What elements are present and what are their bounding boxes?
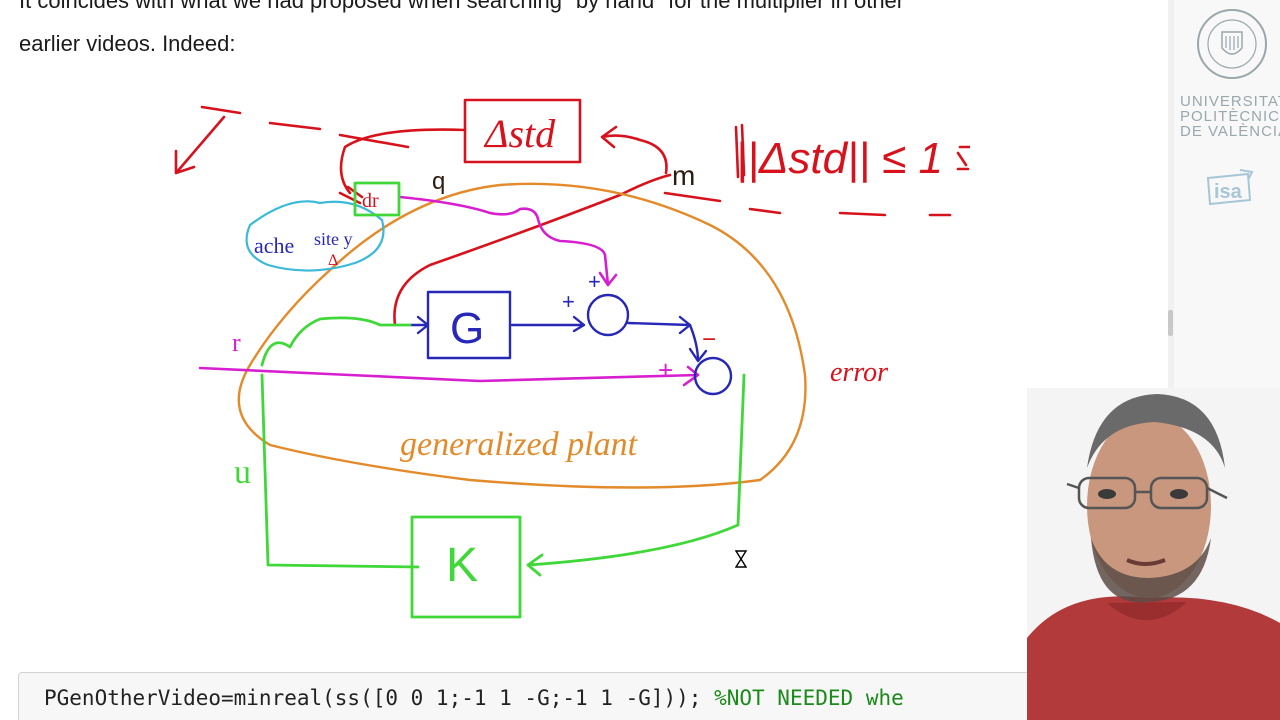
scrollbar-track[interactable] <box>1168 0 1174 720</box>
green-strokes <box>260 181 746 619</box>
sum2-minus: − <box>702 326 716 353</box>
cyan-annotation-outline <box>245 200 385 272</box>
blue-arrow-into-g <box>408 315 430 335</box>
sum1-plus-top: + <box>588 269 601 294</box>
presenter-image <box>1027 388 1280 720</box>
university-name-line-1: UNIVERSITAT <box>1180 93 1280 110</box>
green-error-down <box>526 373 746 577</box>
label-r: r <box>232 328 241 357</box>
g-block-label: G <box>450 304 484 353</box>
label-delta-small: Δ <box>328 252 338 269</box>
blue-strokes <box>408 290 733 396</box>
label-m: m <box>672 160 695 191</box>
blue-sum1-out <box>626 315 692 335</box>
handwritten-block-diagram: Δstd ||Δstd|| ≤ 1 m q error r generalize… <box>174 98 970 619</box>
branding-panel <box>1174 0 1280 400</box>
svg-text:isa: isa <box>1214 181 1243 203</box>
hourglass-cursor-icon <box>735 550 747 568</box>
blue-sum1-down <box>688 323 708 363</box>
green-u-line <box>260 373 420 569</box>
paragraph-line-1: It coincides with what we had proposed w… <box>19 0 905 13</box>
label-q: q <box>432 168 445 195</box>
norm-marks <box>734 123 970 179</box>
university-name-line-3: DE VALÈNCIA <box>1180 123 1280 140</box>
red-line-to-g <box>393 173 672 327</box>
red-loop-right <box>600 125 668 175</box>
sum2-plus: + <box>658 355 673 385</box>
document-page: It coincides with what we had proposed w… <box>18 0 1050 720</box>
red-dashes-top <box>200 105 410 149</box>
delta-block-label: Δstd <box>483 111 556 156</box>
label-u: u <box>234 454 251 491</box>
label-site: site y <box>314 229 353 249</box>
label-error: error <box>830 357 888 388</box>
red-strokes <box>174 98 970 327</box>
sum-junction-1 <box>586 293 630 337</box>
red-loop-left <box>339 128 467 195</box>
university-name-line-2: POLITÈCNICA <box>1180 108 1280 125</box>
norm-label: ||Δstd|| ≤ 1 <box>736 134 943 183</box>
code-comment: %NOT NEEDED whe <box>701 686 904 710</box>
sum1-plus-left: + <box>562 289 575 314</box>
scrollbar-thumb[interactable] <box>1168 310 1173 336</box>
label-generalized-plant: generalized plant <box>400 426 639 463</box>
magenta-main-line <box>198 365 700 387</box>
green-r-to-g <box>260 316 412 367</box>
red-arrow-to-dr <box>338 185 364 205</box>
blue-g-to-sum1 <box>510 315 586 333</box>
magenta-top-line <box>398 195 618 287</box>
k-block <box>410 515 522 619</box>
red-dashes-right <box>663 191 952 217</box>
dr-block <box>353 181 401 217</box>
sum-junction-2 <box>693 356 733 396</box>
label-ache: ache <box>254 233 294 258</box>
generalized-plant-outline <box>237 182 807 489</box>
isa-logo-icon: isa <box>1206 169 1254 206</box>
code-line: PGenOtherVideo=minreal(ss([0 0 1;-1 1 -G… <box>44 686 904 710</box>
dr-block-label: dr <box>362 190 379 212</box>
university-seal-icon <box>1197 9 1267 79</box>
presenter-webcam <box>1027 388 1280 720</box>
paragraph-line-2: earlier videos. Indeed: <box>19 31 236 56</box>
code-statement: PGenOtherVideo=minreal(ss([0 0 1;-1 1 -G… <box>44 686 702 710</box>
red-dash-arrow <box>174 115 226 175</box>
code-block: PGenOtherVideo=minreal(ss([0 0 1;-1 1 -G… <box>18 672 1050 720</box>
k-block-label: K <box>446 539 478 592</box>
